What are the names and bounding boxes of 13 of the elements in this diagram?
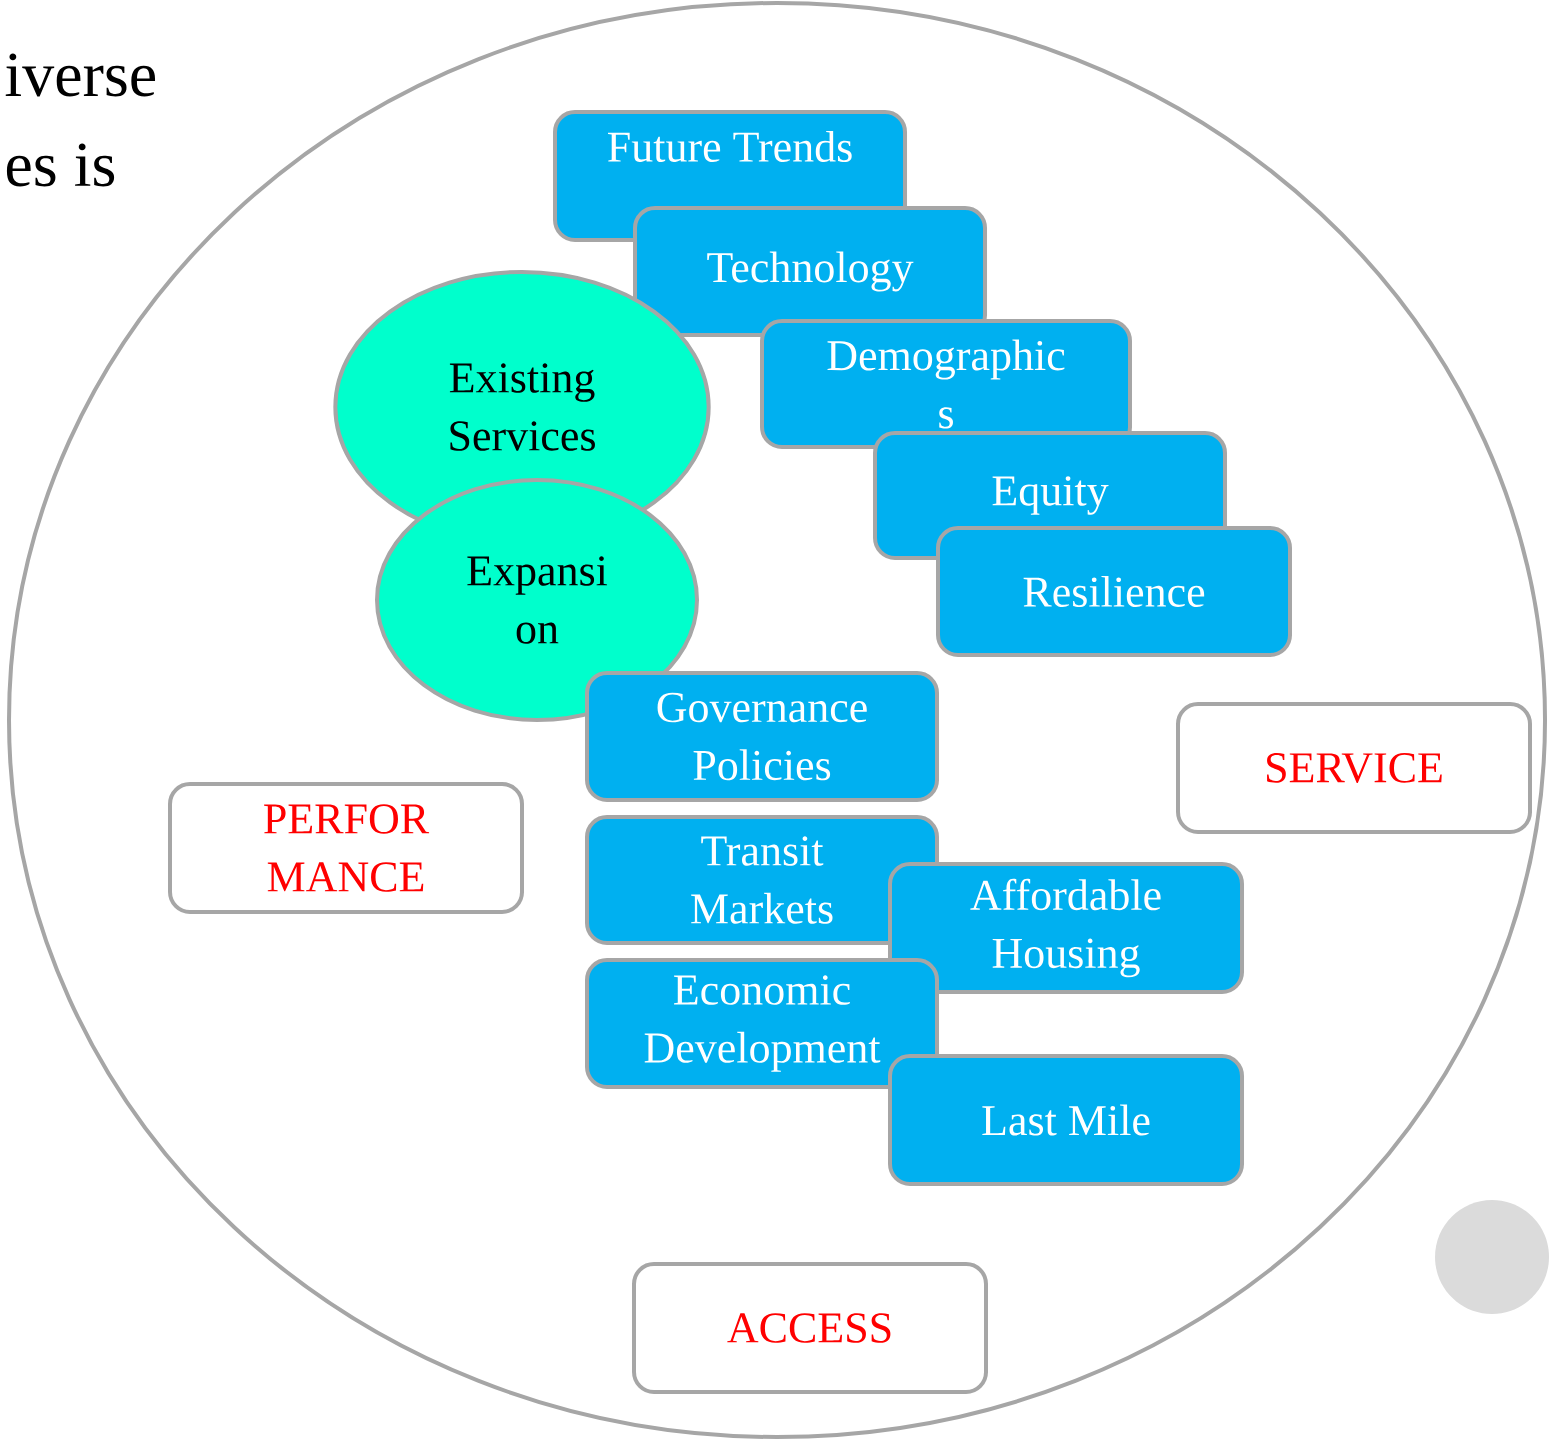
rounded-box: Last Mile: [888, 1054, 1244, 1186]
rounded-box: Affordable Housing: [888, 862, 1244, 994]
rounded-box: PERFOR MANCE: [168, 782, 524, 914]
rounded-box: Transit Markets: [585, 815, 939, 945]
rounded-box: Technology: [633, 206, 987, 337]
rounded-box: Economic Development: [585, 958, 939, 1089]
rounded-box: SERVICE: [1176, 702, 1532, 834]
slide-text: iverse: [5, 53, 155, 97]
rounded-box: Resilience: [936, 526, 1292, 657]
rounded-box: Governance Policies: [585, 671, 939, 802]
rounded-box: ACCESS: [632, 1262, 988, 1394]
rounded-box: Demographic s: [760, 319, 1132, 449]
slide-text: es is: [6, 143, 115, 187]
